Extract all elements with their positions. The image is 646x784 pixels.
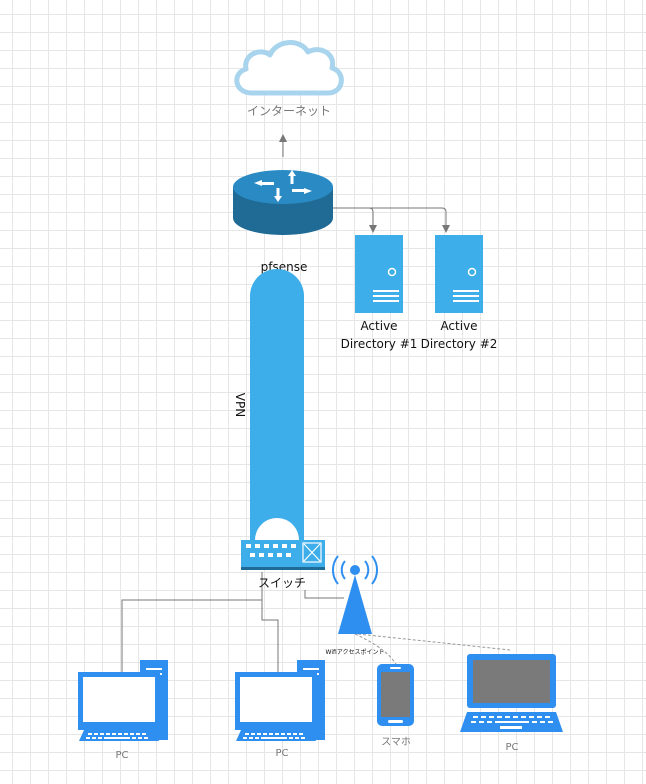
router-to-ad2-connector [369,207,450,233]
server-icon [435,235,483,313]
connections [121,134,511,672]
smartphone-label: スマホ [381,736,411,748]
ap-to-laptop-wireless [357,633,511,651]
laptop-pc[interactable]: PC [460,654,563,753]
switch-label: スイッチ [258,576,306,590]
network-switch[interactable]: スイッチ [241,540,325,590]
desktop-computer-icon [78,660,168,741]
cloud-icon [234,40,344,96]
vpn-label: VPN [233,393,247,417]
server-icon [355,235,403,313]
vpn-tunnel-icon [250,269,304,540]
pc2-label: PC [275,748,288,759]
wifi-access-point-icon [331,555,379,634]
active-directory-2[interactable]: Active Directory #2 [421,235,498,351]
router-to-ad1-connector [333,207,377,233]
vpn-tunnel[interactable]: VPN [233,269,304,540]
wifi-access-point[interactable]: Wifiアクセスポイント [326,555,385,656]
ad2-label-line1: Active [440,319,477,333]
laptop-icon [460,654,563,732]
laptop-label: PC [505,742,518,753]
switch-to-pc1-connector [121,572,263,672]
wifi-ap-label: Wifiアクセスポイント [326,648,385,656]
smartphone-icon [377,664,414,726]
ad2-label-line2: Directory #2 [421,337,498,351]
internet-cloud[interactable]: インターネット [234,40,344,118]
internet-label: インターネット [247,104,331,118]
switch-to-ap-connector [304,590,344,599]
router-icon [233,170,333,235]
smartphone[interactable]: スマホ [377,664,414,748]
ad1-label-line1: Active [360,319,397,333]
pfsense-router[interactable]: pfsense [233,170,333,274]
switch-to-pc2-connector [261,600,279,672]
switch-icon [241,540,325,570]
pc-desktop-1[interactable]: PC [78,660,168,761]
pc1-label: PC [115,750,128,761]
active-directory-1[interactable]: Active Directory #1 [341,235,418,351]
ad1-label-line2: Directory #1 [341,337,418,351]
pc-desktop-2[interactable]: PC [235,660,325,759]
desktop-computer-icon [235,660,325,741]
